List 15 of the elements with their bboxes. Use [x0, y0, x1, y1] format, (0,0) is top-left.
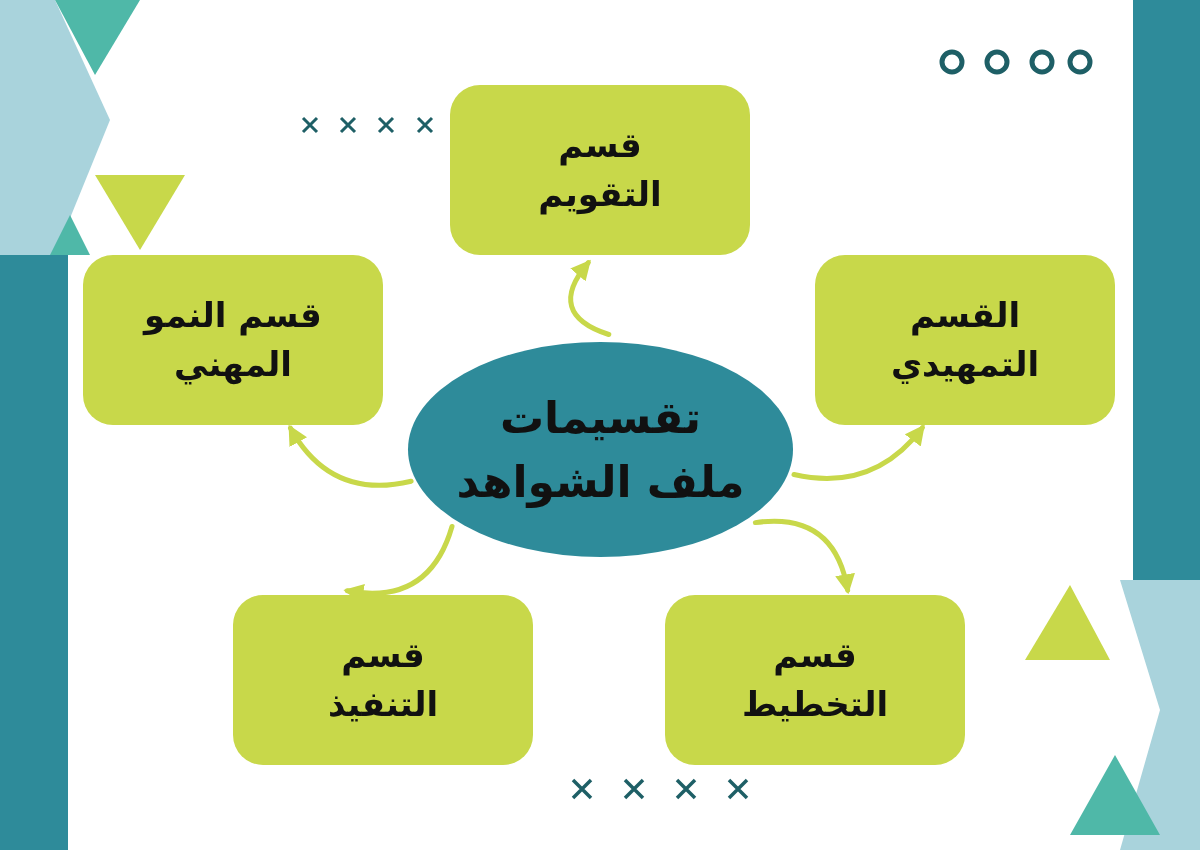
section-label: قسم التقويم	[537, 123, 663, 217]
section-box	[233, 595, 533, 765]
curved-arrow	[791, 424, 925, 481]
section-box	[815, 255, 1115, 425]
curved-arrow	[752, 518, 855, 595]
section-label: قسم التنفيذ	[326, 633, 440, 726]
section-box	[665, 595, 965, 765]
section-box	[450, 85, 750, 255]
section-label: قسم التخطيط	[740, 633, 890, 726]
section-label: القسم التمهيدي	[889, 293, 1041, 387]
section-label: قسم النمو المهني	[141, 293, 323, 387]
curved-arrow	[288, 424, 414, 488]
curved-arrow	[568, 259, 612, 337]
topic-label: تقسيمات ملف الشواهد	[455, 390, 746, 510]
section-box	[83, 255, 383, 425]
